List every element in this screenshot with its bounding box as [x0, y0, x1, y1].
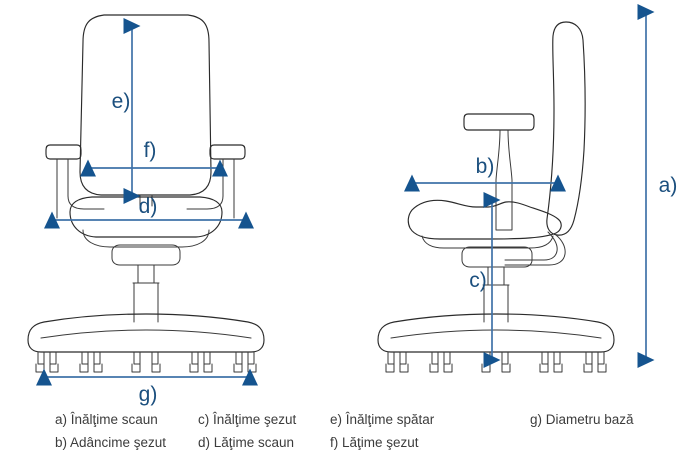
- side-backrest: [546, 21, 586, 236]
- dimension-e-backrest-height: e): [112, 18, 141, 204]
- front-seat-underside: [82, 229, 210, 248]
- side-base-underline: [390, 329, 602, 339]
- side-seat-cushion: [407, 199, 562, 240]
- front-gas-cylinder: [137, 264, 155, 284]
- side-armrest-post: [495, 129, 513, 231]
- side-base-spider: [377, 313, 615, 353]
- dimension-g-label: g): [139, 383, 158, 406]
- front-armrest-post-left: [56, 158, 69, 219]
- side-cylinder-lower: [483, 284, 509, 323]
- dimension-e-label: e): [112, 90, 131, 113]
- legend-item-b: b) Adâncime şezut: [55, 435, 166, 450]
- legend-item-c: c) Înălţime şezut: [198, 412, 297, 427]
- front-armrest-support-left: [67, 195, 105, 210]
- side-caster-2: [429, 351, 453, 373]
- legend-item-a: a) Înălţime scaun: [55, 412, 158, 427]
- dimension-b-label: b): [476, 155, 495, 178]
- front-armrest-pad-left: [45, 144, 82, 160]
- caster-3: [131, 351, 161, 373]
- side-backrest-support-inner: [504, 231, 558, 261]
- front-base-underline: [40, 329, 252, 339]
- dimension-f-label: f): [144, 139, 157, 162]
- side-caster-1: [385, 351, 409, 373]
- front-armrest-post-right: [222, 158, 235, 219]
- dimension-g-base-diameter: g): [36, 368, 258, 406]
- side-backrest-support: [504, 234, 566, 266]
- caster-4: [189, 351, 213, 373]
- legend-item-d: d) Lăţime scaun: [198, 435, 294, 450]
- dimension-c-label: c): [469, 269, 487, 292]
- legend-item-e: e) Înălţime spătar: [330, 412, 435, 427]
- dimension-d-chair-width: d): [44, 195, 254, 229]
- front-mechanism-housing: [111, 244, 181, 266]
- legend-item-g: g) Diametru bază: [530, 412, 634, 427]
- front-view-chair: [27, 14, 265, 373]
- legend-item-f: f) Lăţime şezut: [330, 435, 419, 450]
- side-caster-3: [481, 351, 511, 373]
- dimension-d-label: d): [139, 195, 158, 218]
- dimension-a-label: a): [659, 174, 678, 197]
- side-armrest-pad: [463, 113, 535, 131]
- legend: a) Înălţime scaun b) Adâncime şezut c) Î…: [55, 412, 634, 450]
- dimension-c-seat-height: c): [469, 192, 501, 368]
- front-cylinder-lower: [133, 282, 159, 323]
- front-armrest-pad-right: [209, 144, 246, 160]
- front-base-spider: [27, 313, 265, 353]
- side-casters: [385, 351, 607, 373]
- caster-5: [233, 351, 257, 373]
- caster-2: [79, 351, 103, 373]
- dimension-f-seat-width: f): [80, 139, 228, 177]
- side-caster-4: [539, 351, 563, 373]
- side-mechanism-housing: [461, 246, 533, 268]
- side-gas-cylinder: [487, 266, 505, 286]
- caster-1: [35, 351, 59, 373]
- front-armrest-support-right: [186, 195, 224, 210]
- front-casters: [35, 351, 257, 373]
- dimension-b-seat-depth: b): [404, 155, 566, 192]
- dimension-a-chair-height: a): [637, 4, 678, 368]
- side-caster-5: [583, 351, 607, 373]
- side-view-chair: [377, 21, 615, 373]
